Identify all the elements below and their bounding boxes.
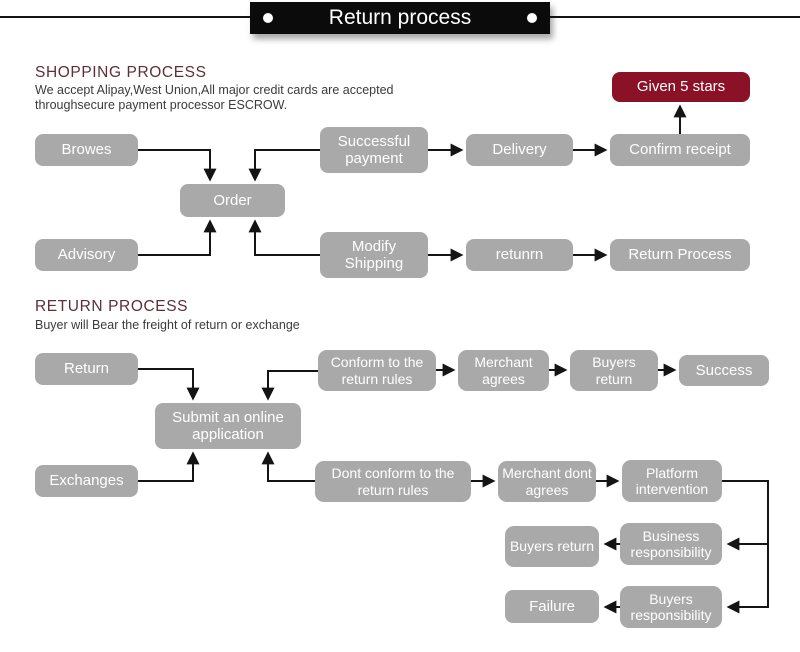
node-modify-shipping: Modify Shipping [320, 232, 428, 278]
bullet-dot-icon [527, 13, 537, 23]
node-successful-payment: Successful payment [320, 127, 428, 173]
node-return-process: Return Process [610, 239, 750, 271]
bullet-dot-icon [263, 13, 273, 23]
node-success: Success [679, 355, 769, 386]
node-merchant-dont-agrees: Merchant dont agrees [498, 461, 596, 502]
node-conform-rules: Conform to the return rules [318, 350, 436, 391]
node-platform-intervention: Platform intervention [622, 460, 722, 502]
return-process-heading: RETURN PROCESS [35, 298, 189, 315]
node-retunrn: retunrn [466, 239, 573, 271]
shopping-process-description: We accept Alipay,West Union,All major cr… [35, 83, 394, 113]
node-business-responsibility: Business responsibility [620, 523, 722, 565]
node-order: Order [180, 184, 285, 217]
title-banner: Return process [250, 2, 550, 34]
node-delivery: Delivery [466, 134, 573, 166]
description-line-1: We accept Alipay,West Union,All major cr… [35, 83, 394, 97]
node-browes: Browes [35, 134, 138, 166]
node-exchanges: Exchanges [35, 465, 138, 497]
node-return: Return [35, 353, 138, 385]
node-confirm-receipt: Confirm receipt [610, 134, 750, 166]
description-line-2: throughsecure payment processor ESCROW. [35, 98, 288, 112]
node-failure: Failure [505, 590, 599, 623]
node-dont-conform-rules: Dont conform to the return rules [315, 461, 471, 502]
node-merchant-agrees: Merchant agrees [458, 350, 549, 391]
shopping-process-heading: SHOPPING PROCESS [35, 64, 207, 81]
node-given-5-stars: Given 5 stars [612, 72, 750, 102]
node-buyers-responsibility: Buyers responsibility [620, 586, 722, 628]
node-buyers-return: Buyers return [570, 350, 658, 391]
node-buyers-return-2: Buyers return [505, 526, 599, 567]
page-title: Return process [328, 6, 472, 29]
node-submit-application: Submit an online application [155, 403, 301, 449]
return-process-description: Buyer will Bear the freight of return or… [35, 318, 300, 332]
node-advisory: Advisory [35, 239, 138, 271]
